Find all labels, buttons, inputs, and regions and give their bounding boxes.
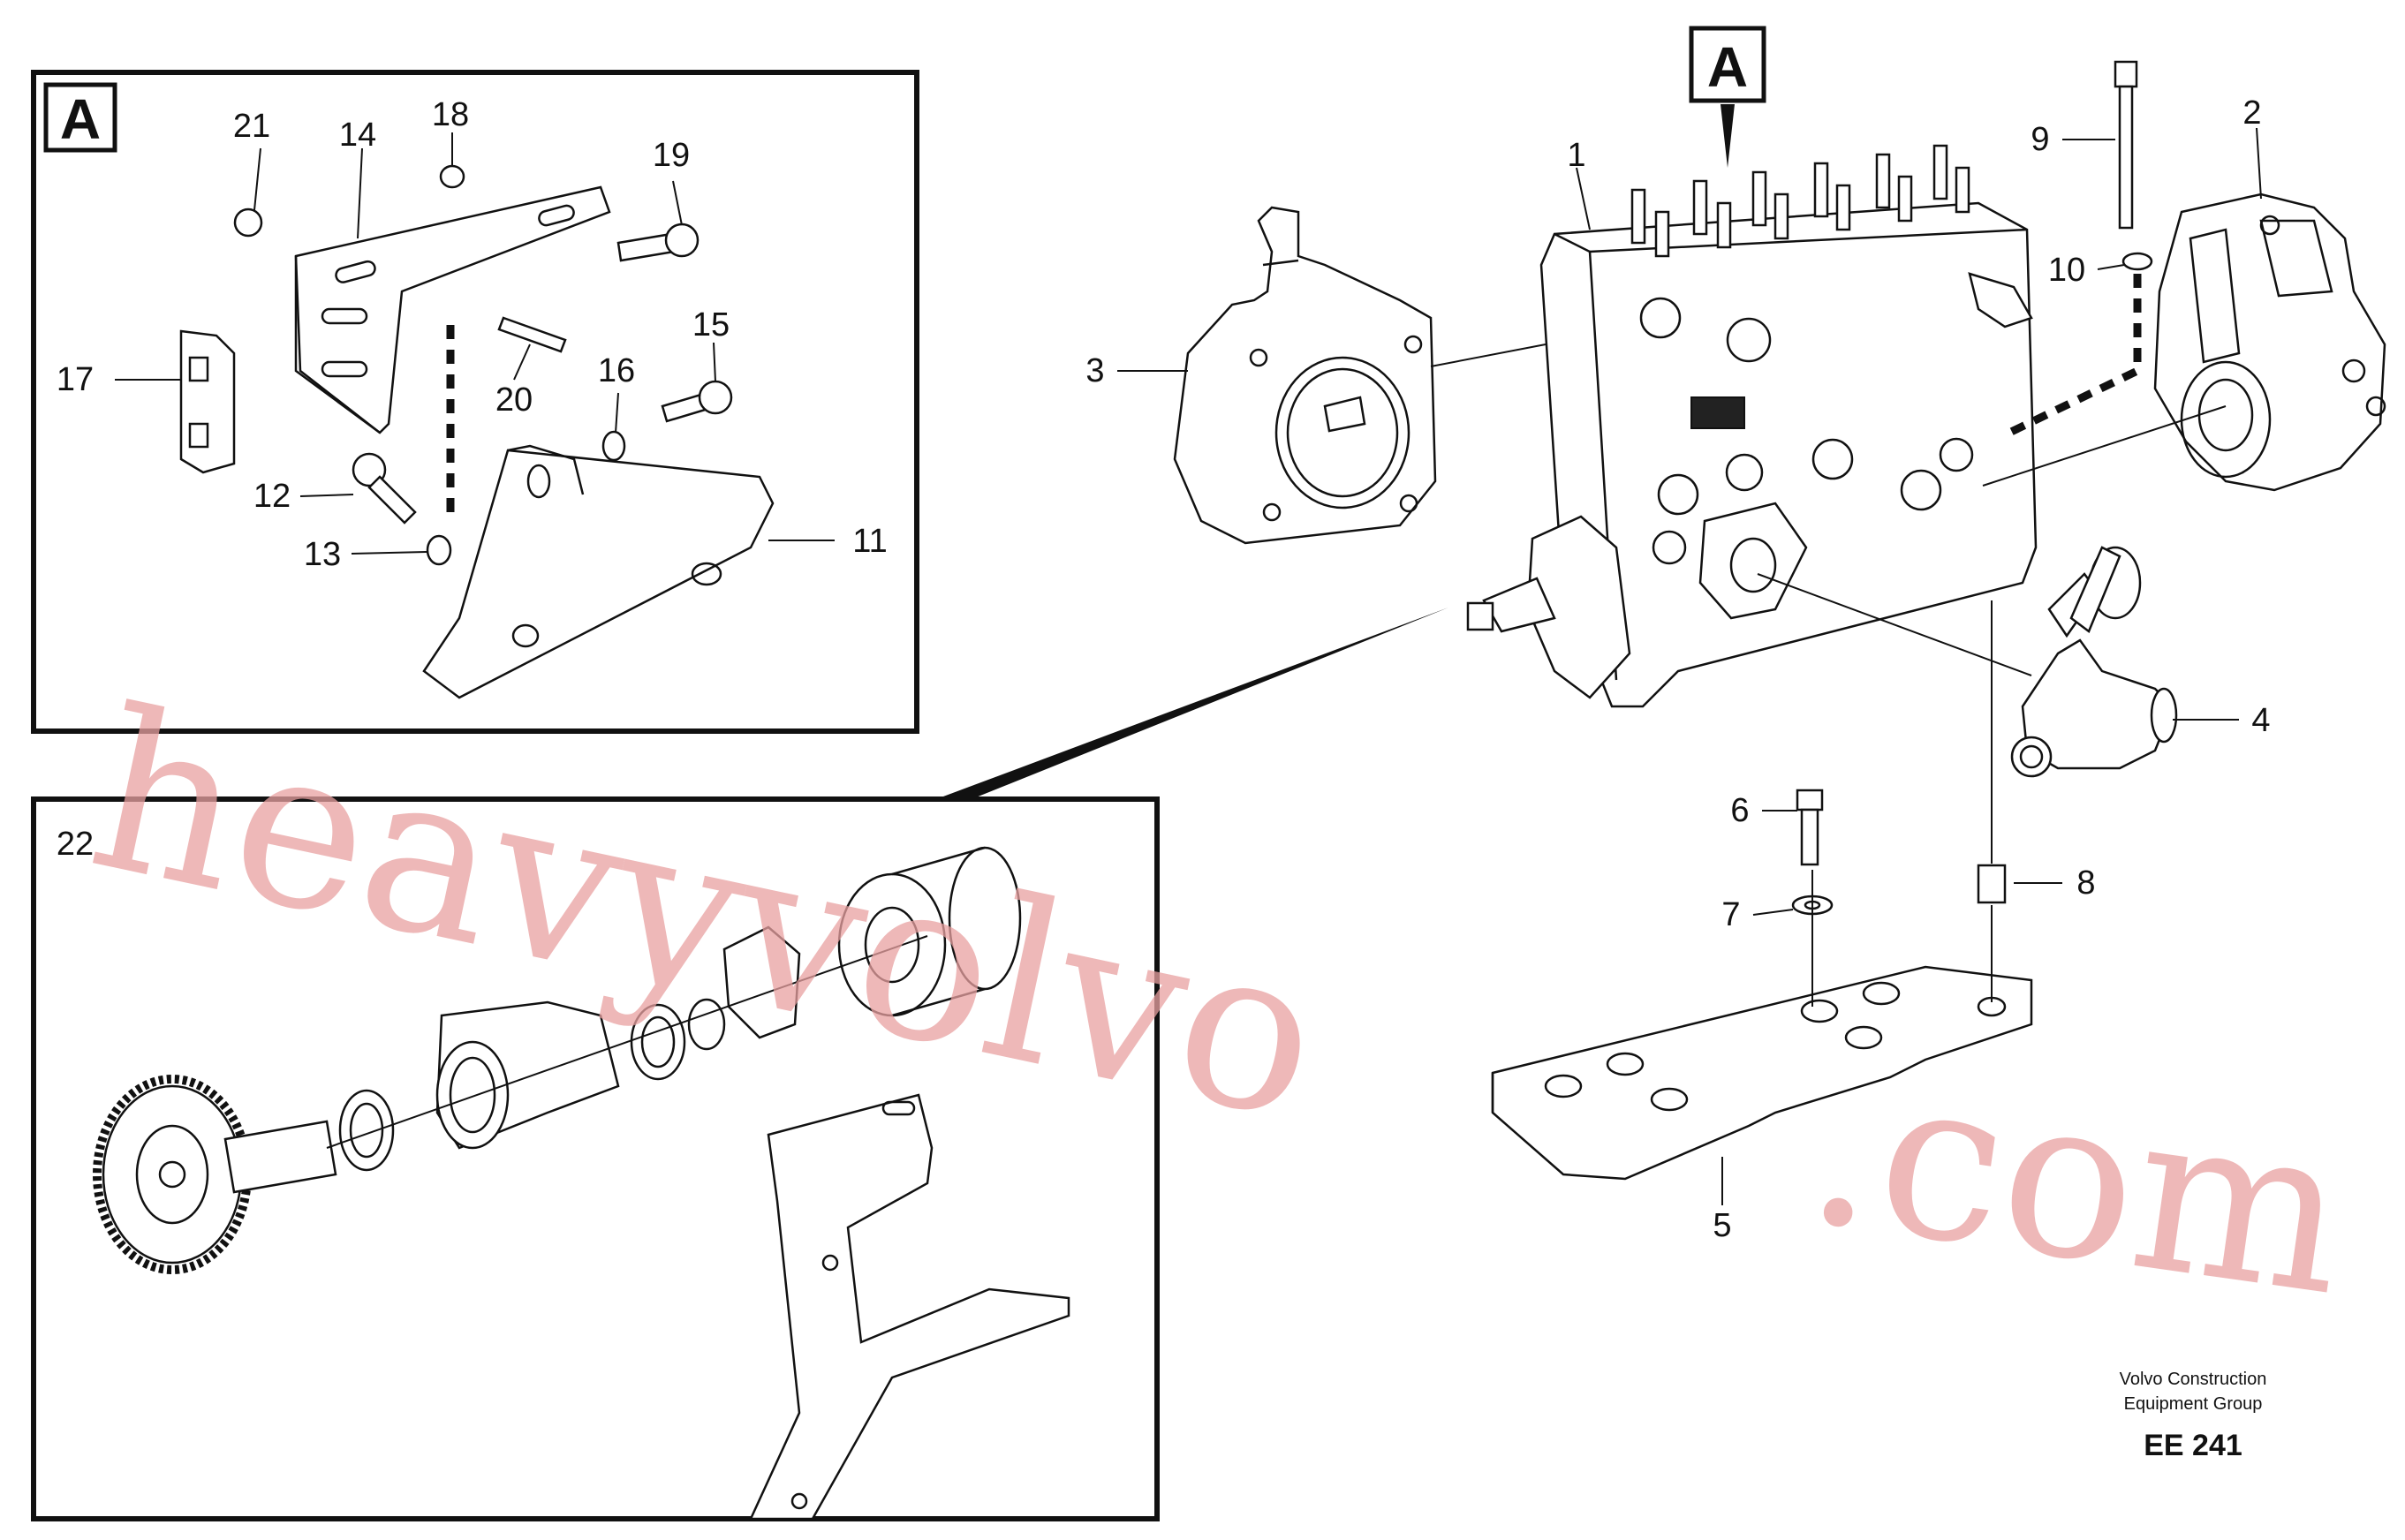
bracket-plate [749, 1093, 1070, 1521]
callout-14: 14 [339, 117, 376, 154]
callout-3: 3 [1085, 352, 1104, 389]
callout-2: 2 [2242, 94, 2261, 132]
callout-18: 18 [432, 96, 469, 133]
credit-line-1: Volvo Construction [2120, 1370, 2267, 1389]
callout-5: 5 [1713, 1207, 1731, 1244]
watermark-word-2: .com [1795, 1015, 2362, 1345]
callout-16: 16 [598, 352, 635, 389]
washer-16 [601, 430, 626, 462]
detail-a-panel: A [31, 70, 919, 734]
callout-7: 7 [1721, 896, 1740, 933]
bearing-large [630, 998, 726, 1081]
plate-17 [179, 329, 236, 474]
callout-1: 1 [1567, 137, 1585, 174]
callout-21: 21 [233, 108, 270, 145]
detail-22-panel: 22 [31, 608, 1448, 1521]
callout-11: 11 [852, 523, 887, 560]
washer-18 [439, 164, 465, 189]
washer-13 [426, 534, 452, 566]
callout-8: 8 [2076, 864, 2095, 902]
credit-line-2: Equipment Group [2124, 1394, 2263, 1414]
bolt-12 [352, 452, 417, 525]
callout-4: 4 [2251, 702, 2270, 739]
bolt-6 [1796, 789, 1824, 866]
callout-9: 9 [2031, 121, 2049, 158]
base-plate-5 [1491, 965, 2033, 1181]
pump-studs [1630, 144, 1970, 258]
housing [435, 1000, 620, 1150]
callout-15: 15 [692, 306, 730, 343]
bearing-small [338, 1089, 395, 1172]
bolt-19 [616, 223, 700, 262]
callout-13: 13 [304, 536, 341, 573]
gear-shaft [93, 1075, 337, 1274]
bracket-14 [294, 185, 611, 434]
callout-20: 20 [495, 381, 533, 419]
injection-pump-1 [1466, 144, 2038, 708]
cover-3 [1173, 206, 1437, 545]
callout-17: 17 [57, 361, 94, 398]
detail-a-indicator: A [1689, 26, 1766, 168]
drawing-code: EE 241 [2144, 1429, 2242, 1462]
detail-a-top-label: A [1707, 35, 1748, 99]
coupling-flange [837, 846, 1022, 1017]
sleeve-8 [1977, 864, 2007, 904]
callout-10: 10 [2048, 252, 2085, 289]
feed-pump-4 [2010, 546, 2178, 778]
callout-6: 6 [1730, 792, 1749, 829]
callout-19: 19 [653, 137, 690, 174]
callout-12: 12 [253, 478, 291, 515]
washer-10 [2121, 252, 2153, 271]
nut-21 [233, 208, 263, 238]
governor-2 [2153, 192, 2386, 492]
stud-20 [497, 316, 567, 353]
bracket-11 [422, 444, 775, 699]
detail-a-box-label: A [60, 87, 101, 151]
bolt-9 [2114, 60, 2138, 230]
callout-22: 22 [57, 826, 94, 863]
